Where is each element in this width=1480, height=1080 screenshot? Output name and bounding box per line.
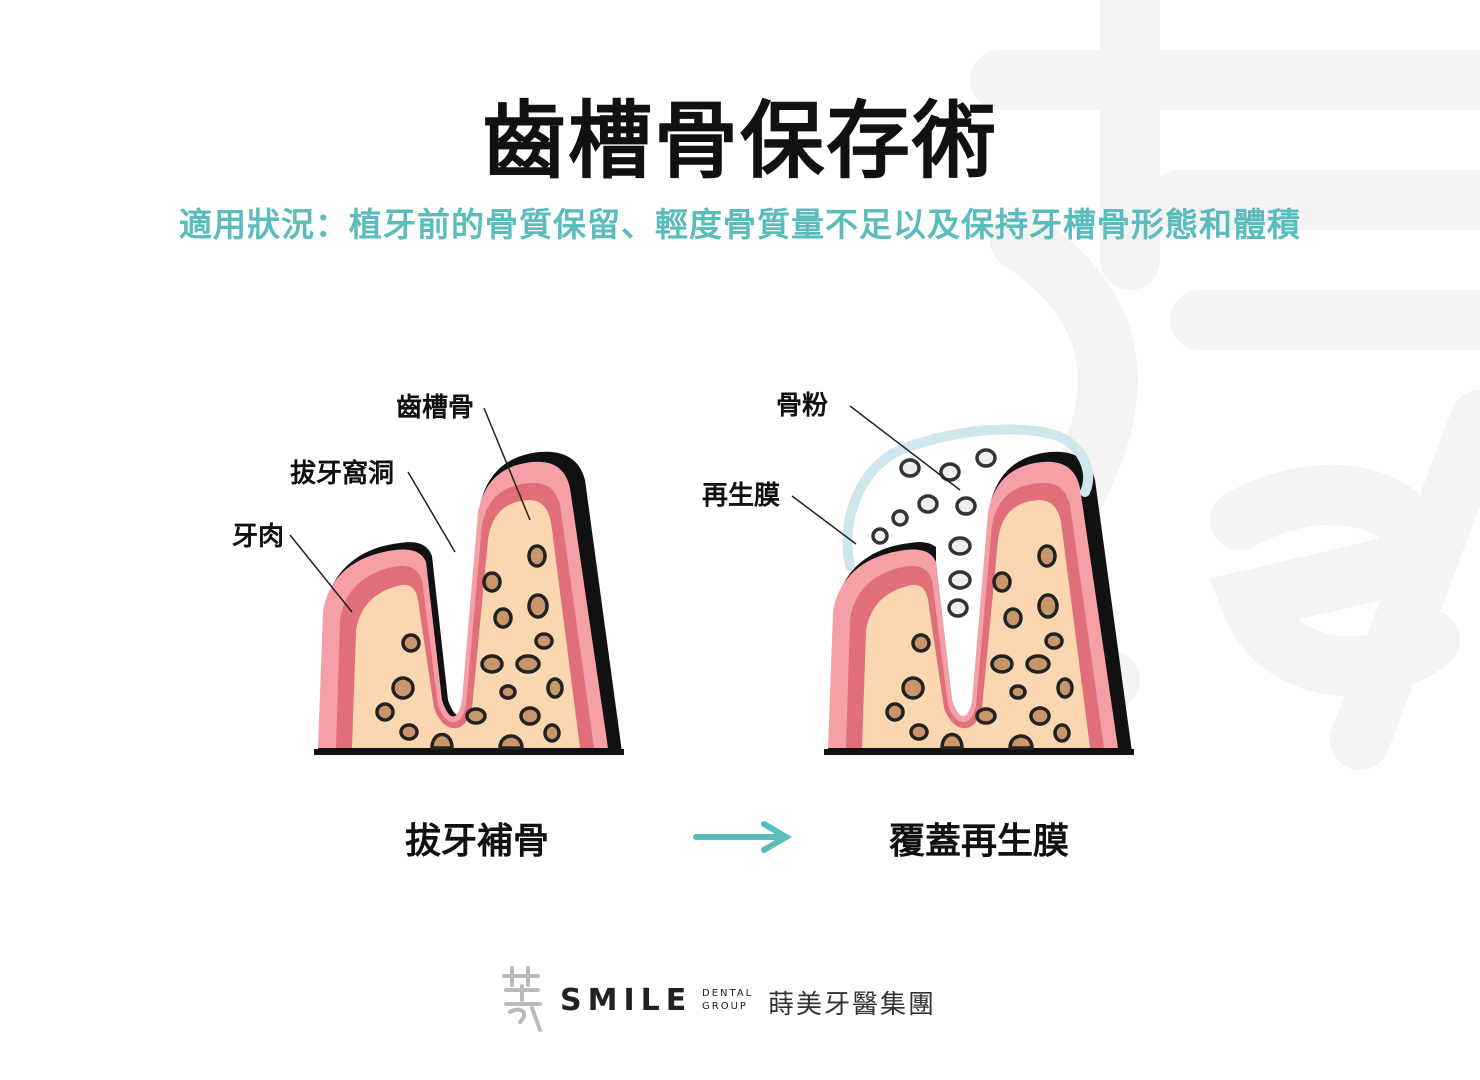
brand-logo-icon bbox=[502, 966, 542, 1032]
label-bone-powder: 骨粉 bbox=[776, 391, 828, 421]
brand-chinese-name: 蒔美牙醫集團 bbox=[768, 990, 937, 1020]
left-tooth-illustration bbox=[314, 451, 624, 755]
brand-group-text: GROUP bbox=[702, 1001, 748, 1012]
right-arrow-icon bbox=[693, 821, 792, 853]
page-subtitle: 適用狀況：植牙前的骨質保留、輕度骨質量不足以及保持牙槽骨形態和體積 bbox=[179, 205, 1301, 244]
label-membrane: 再生膜 bbox=[702, 481, 780, 511]
label-alveolar-bone: 齒槽骨 bbox=[396, 393, 474, 423]
brand-dental-text: DENTAL bbox=[702, 988, 754, 999]
label-extraction-socket: 拔牙窩洞 bbox=[290, 458, 394, 489]
right-tooth-illustration bbox=[824, 424, 1134, 755]
right-caption: 覆蓋再生膜 bbox=[889, 821, 1070, 862]
brand-smile-text: SMILE bbox=[560, 983, 693, 1018]
page-title: 齒槽骨保存術 bbox=[481, 92, 998, 190]
left-caption: 拔牙補骨 bbox=[405, 821, 550, 862]
label-gum: 牙肉 bbox=[232, 522, 284, 552]
